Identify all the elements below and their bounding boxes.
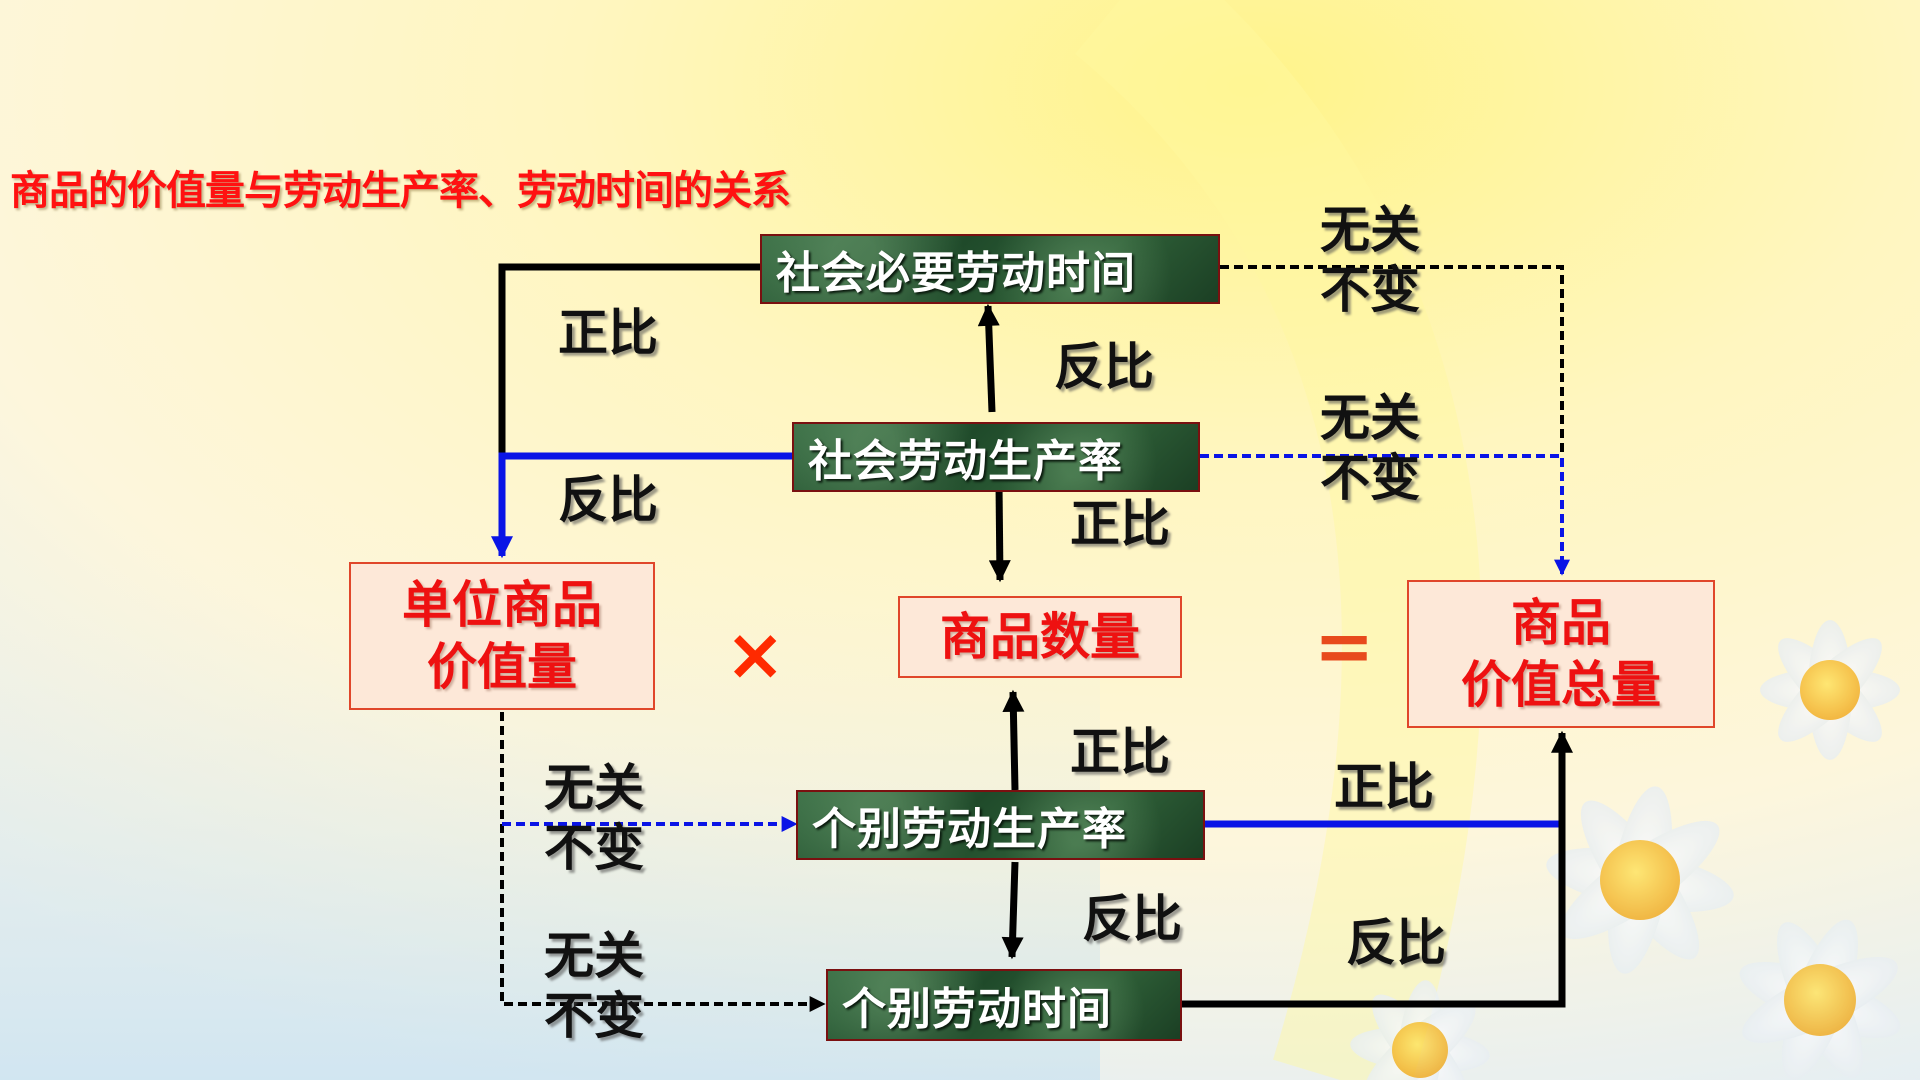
multiply-sign: × (725, 612, 786, 696)
connector-productivity-to-total (1200, 454, 1570, 576)
box-social-necessary-labor-time: 社会必要劳动时间 (760, 234, 1220, 304)
connector-social-time-to-unit (498, 263, 760, 455)
box-commodity-quantity: 商品数量 (898, 596, 1182, 678)
equals-sign: = (1314, 604, 1375, 688)
connector-ind-productivity-to-ind-time (1001, 861, 1024, 960)
label-time-to-total: 无关不变 (1320, 201, 1420, 319)
connector-ind-productivity-to-quantity (1002, 689, 1025, 791)
label-ind-productivity-to-total: 正比 (1334, 758, 1434, 816)
label-productivity-to-time: 反比 (1054, 338, 1154, 396)
connector-productivity-to-quantity (988, 483, 1011, 583)
label-productivity-to-unit: 反比 (558, 471, 658, 529)
label-time-to-unit: 正比 (558, 304, 658, 362)
daisy-decoration (1350, 620, 1901, 1080)
connector-productivity-to-time (977, 303, 1000, 413)
unit-value-line1: 单位商品 (402, 575, 602, 634)
unit-value-line2: 价值量 (427, 638, 577, 696)
label-ind-productivity-to-ind-time: 反比 (1082, 890, 1182, 948)
label-unit-to-ind-productivity: 无关不变 (544, 759, 644, 877)
box-individual-labor-time: 个别劳动时间 (826, 969, 1182, 1041)
connector-time-to-total (1220, 265, 1564, 456)
label-ind-time-to-total: 反比 (1346, 914, 1446, 972)
box-unit-commodity-value: 单位商品 价值量 (349, 562, 655, 710)
page-title: 商品的价值量与劳动生产率、劳动时间的关系 (10, 168, 791, 214)
connector-unit-to-ind-time (500, 712, 826, 1012)
total-line2: 价值总量 (1461, 656, 1661, 714)
label-unit-to-ind-time: 无关不变 (544, 927, 644, 1045)
box-social-labor-productivity: 社会劳动生产率 (792, 422, 1200, 492)
connector-ind-time-to-total (1182, 730, 1573, 1008)
connector-social-productivity-to-unit (491, 452, 792, 559)
label-productivity-to-total: 无关不变 (1320, 389, 1420, 507)
label-ind-productivity-to-quantity: 正比 (1070, 723, 1170, 781)
label-productivity-to-quantity: 正比 (1070, 495, 1170, 553)
box-total-commodity-value: 商品 价值总量 (1407, 580, 1715, 728)
box-individual-labor-productivity: 个别劳动生产率 (796, 790, 1205, 860)
total-line1: 商品 (1511, 593, 1611, 652)
